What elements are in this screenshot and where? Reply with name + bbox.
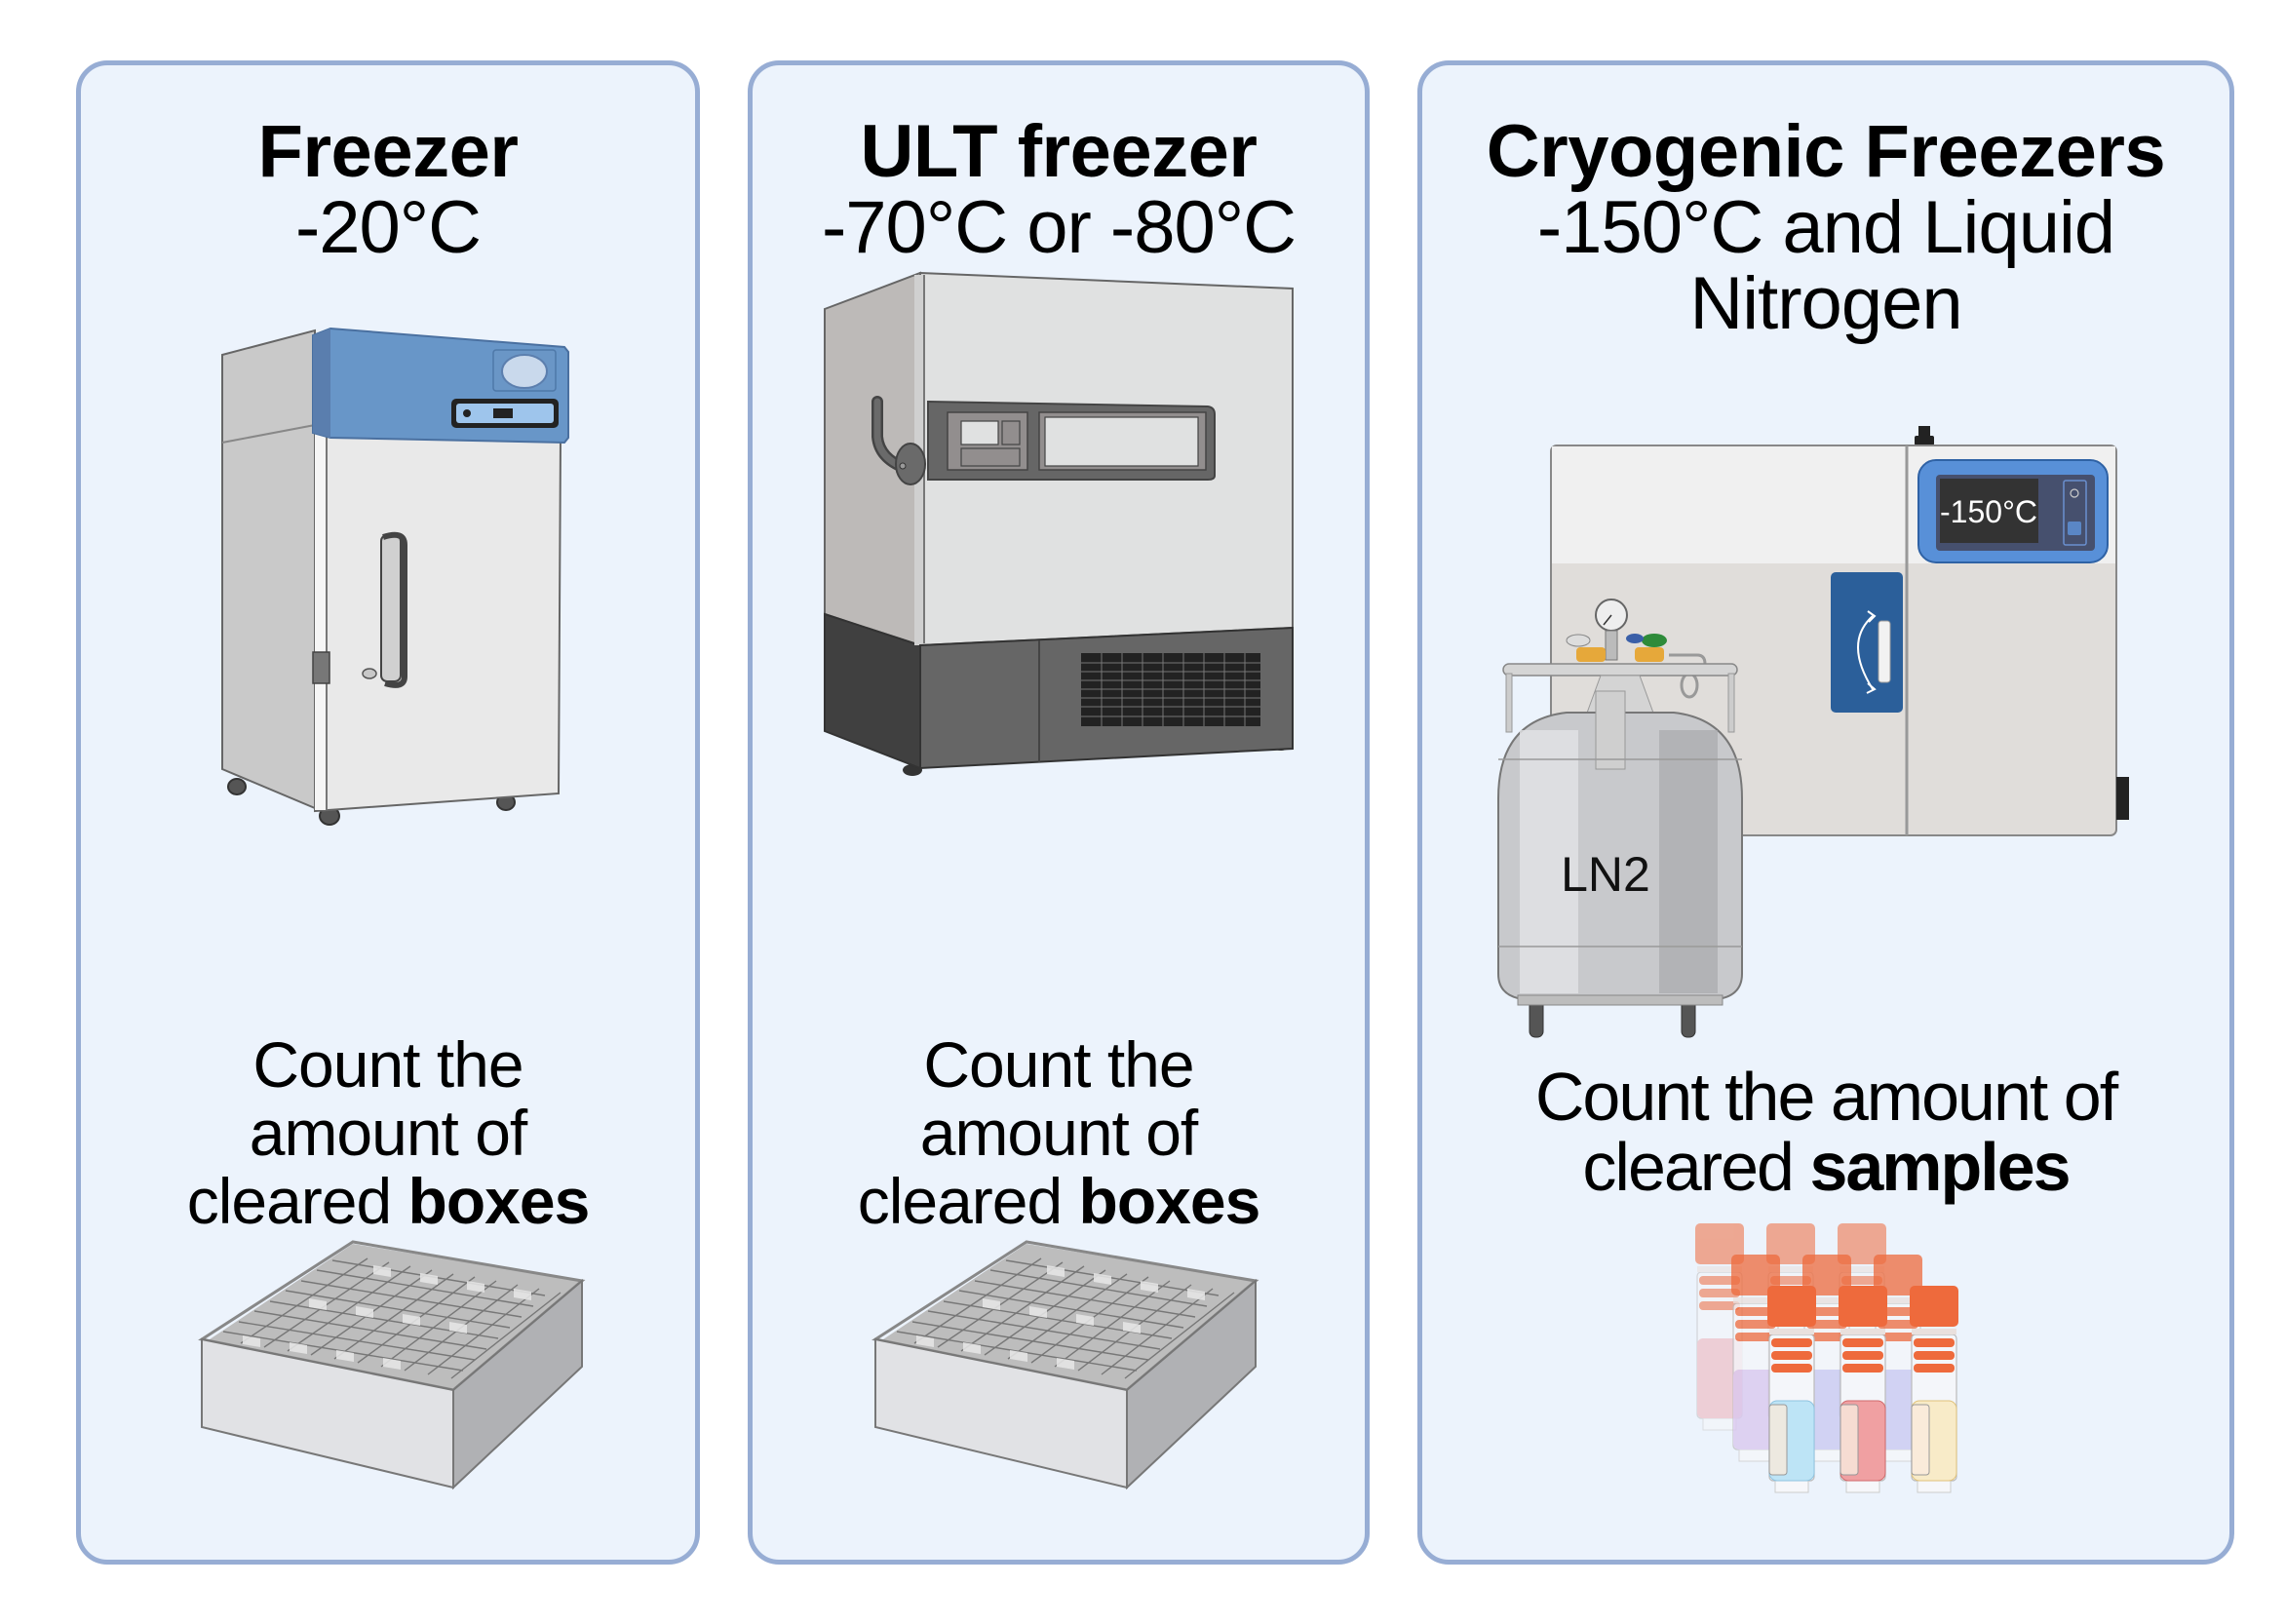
panel-temperature: Nitrogen [1689,262,1962,345]
panel-caption: Count the amount of cleared samples [1422,1062,2229,1202]
panel-temperature: -70°C or -80°C [821,186,1297,269]
caption-line: Count the [252,1028,523,1101]
display-reading: -150°C [1940,494,2037,529]
ult-freezer-icon [824,271,1295,776]
caption-emphasis: boxes [407,1165,591,1237]
panel-ult-freezer: ULT freezer -70°C or -80°C [748,60,1370,1565]
caption-line: Count the [923,1028,1194,1101]
panel-freezer: Freezer -20°C [76,60,700,1565]
caption-line: amount of [249,1097,528,1169]
liquid-nitrogen-tank-icon: LN2 [1497,594,1752,1062]
panel-title: Freezer [257,110,519,193]
caption-text: cleared [186,1165,408,1237]
caption-text: cleared [857,1165,1079,1237]
caption-line: cleared boxes [81,1167,695,1235]
cryovials-icon [1694,1222,1968,1493]
tank-label: LN2 [1561,847,1650,902]
caption-line: cleared samples [1422,1132,2229,1202]
caption-emphasis: samples [1809,1129,2071,1205]
caption-line: amount of [919,1097,1199,1169]
panel-caption: Count the amount of cleared boxes [81,1030,695,1235]
caption-line: cleared boxes [753,1167,1365,1235]
panel-title: Cryogenic Freezers [1486,110,2166,193]
caption-line: Count the amount of [1534,1059,2118,1135]
panel-temperature: -150°C and Liquid [1536,186,2115,269]
panel-title: ULT freezer [860,110,1258,193]
panel-caption: Count the amount of cleared boxes [753,1030,1365,1235]
caption-text: cleared [1582,1129,1810,1205]
storage-box-icon [871,1240,1259,1491]
caption-emphasis: boxes [1078,1165,1261,1237]
panel-cryogenic-freezers: Cryogenic Freezers -150°C and Liquid Nit… [1417,60,2234,1565]
upright-freezer-icon [217,327,569,828]
storage-box-icon [198,1240,586,1491]
panel-temperature: -20°C [294,186,482,269]
